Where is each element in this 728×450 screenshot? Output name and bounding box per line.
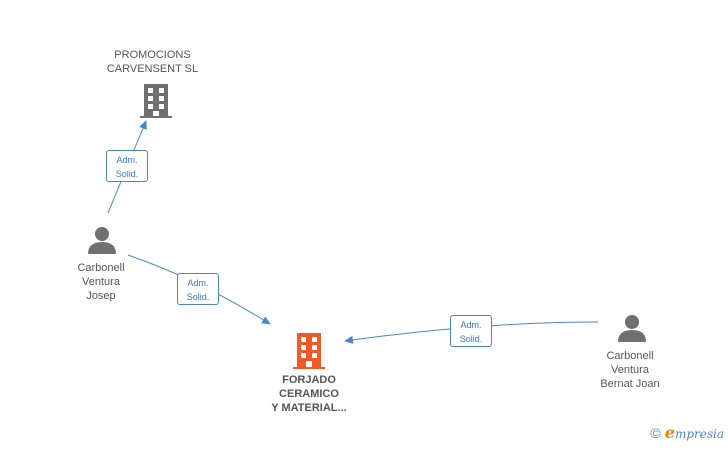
node-label-promocions[interactable]: PROMOCIONS CARVENSENT SL bbox=[106, 49, 199, 75]
brand-logo[interactable]: empresia bbox=[664, 423, 724, 442]
edge-badge-role-type: Solid. bbox=[115, 169, 139, 179]
person-icon[interactable] bbox=[88, 226, 116, 254]
node-label-forjado[interactable]: FORJADO CERAMICO Y MATERIAL... bbox=[271, 374, 347, 414]
person-icon[interactable] bbox=[618, 314, 646, 342]
edge-badge-josep-promocions[interactable]: Adm. Solid. bbox=[106, 150, 148, 182]
brand-footer: © empresia bbox=[650, 423, 724, 442]
edge-badge-role-type: Solid. bbox=[459, 334, 483, 344]
edge-badge-role: Adm. bbox=[187, 278, 209, 288]
node-label-josep[interactable]: Carbonell Ventura Josep bbox=[77, 262, 125, 302]
copyright-icon: © bbox=[650, 424, 661, 441]
edge-badge-bernat-forjado[interactable]: Adm. Solid. bbox=[450, 315, 492, 347]
edge-badge-role-type: Solid. bbox=[186, 292, 210, 302]
edge-badge-josep-forjado[interactable]: Adm. Solid. bbox=[177, 273, 219, 305]
edge-badge-role: Adm. bbox=[116, 155, 138, 165]
building-icon[interactable] bbox=[140, 84, 172, 118]
edge-badge-role: Adm. bbox=[460, 320, 482, 330]
building-icon[interactable] bbox=[293, 333, 325, 369]
node-label-bernat[interactable]: Carbonell Ventura Bernat Joan bbox=[600, 350, 660, 390]
